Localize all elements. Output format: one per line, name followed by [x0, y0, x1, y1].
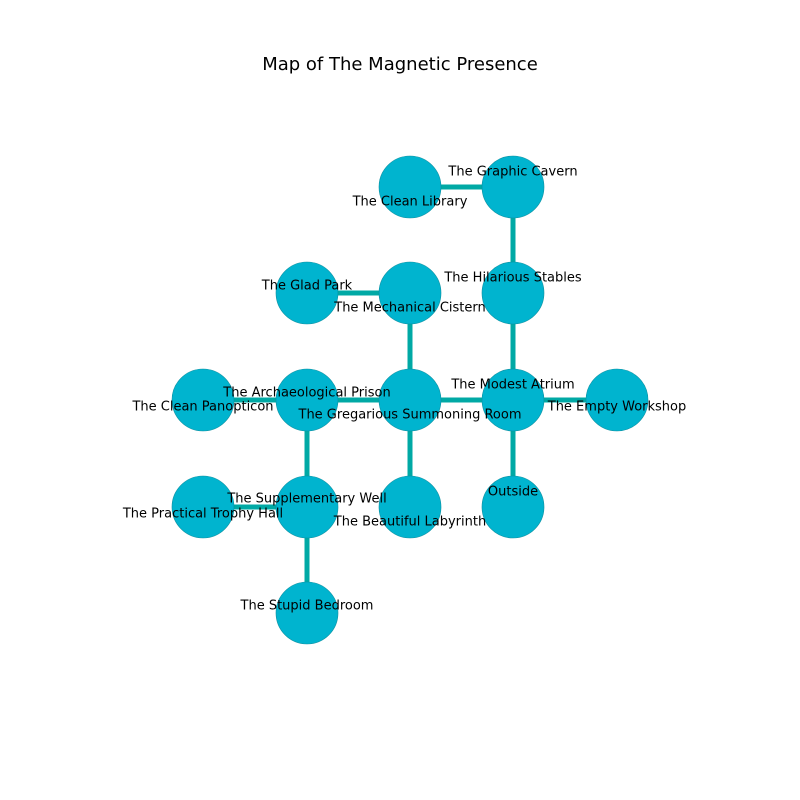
room-node-mechanical-cistern [378, 261, 442, 325]
room-label-modest-atrium: The Modest Atrium [450, 378, 574, 393]
room-label-clean-panopticon: The Clean Panopticon [131, 400, 273, 415]
room-node-supplementary-well [275, 475, 339, 539]
room-node-hilarious-stables [481, 261, 545, 325]
room-label-glad-park: The Glad Park [261, 279, 353, 294]
room-node-clean-library [378, 155, 442, 219]
room-node-archaeological-prison [275, 368, 339, 432]
room-label-supplementary-well: The Supplementary Well [226, 492, 386, 507]
room-label-mechanical-cistern: The Mechanical Cistern [333, 301, 486, 316]
room-node-modest-atrium [481, 368, 545, 432]
room-node-empty-workshop [585, 368, 649, 432]
map-title: Map of The Magnetic Presence [262, 54, 538, 75]
room-node-stupid-bedroom [275, 581, 339, 645]
room-label-gregarious-summoning-room: The Gregarious Summoning Room [298, 408, 522, 423]
room-label-archaeological-prison: The Archaeological Prison [222, 386, 390, 401]
rooms-layer [171, 155, 649, 645]
room-label-stupid-bedroom: The Stupid Bedroom [240, 599, 374, 614]
room-label-hilarious-stables: The Hilarious Stables [443, 271, 582, 286]
room-label-practical-trophy-hall: The Practical Trophy Hall [122, 507, 283, 522]
room-node-outside [481, 475, 545, 539]
room-label-beautiful-labyrinth: The Beautiful Labyrinth [333, 515, 486, 530]
room-label-outside: Outside [488, 485, 538, 500]
room-label-empty-workshop: The Empty Workshop [547, 400, 687, 415]
room-label-graphic-cavern: The Graphic Cavern [447, 165, 577, 180]
room-node-clean-panopticon [171, 368, 235, 432]
room-node-gregarious-summoning-room [378, 368, 442, 432]
room-node-beautiful-labyrinth [378, 475, 442, 539]
room-node-graphic-cavern [481, 155, 545, 219]
room-label-clean-library: The Clean Library [352, 195, 468, 210]
room-node-glad-park [275, 261, 339, 325]
room-node-practical-trophy-hall [171, 475, 235, 539]
